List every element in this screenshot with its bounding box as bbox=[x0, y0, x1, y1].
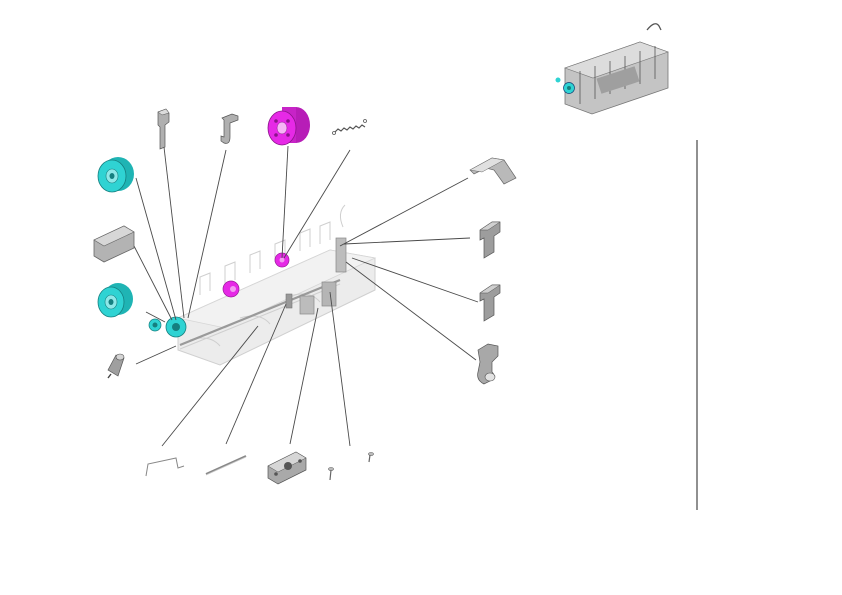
bracket-right-1 bbox=[479, 221, 501, 259]
leader-line-16 bbox=[145, 311, 166, 323]
leader-line-4 bbox=[187, 149, 227, 319]
spring-top bbox=[332, 119, 367, 135]
assembly-thumbnail bbox=[553, 23, 675, 130]
leader-line-13 bbox=[225, 303, 287, 445]
faded-main-assembly bbox=[148, 204, 377, 366]
leader-line-7 bbox=[339, 177, 469, 247]
screw-1 bbox=[328, 467, 334, 481]
leader-line-2 bbox=[133, 245, 173, 321]
leader-line-9 bbox=[351, 257, 479, 303]
leader-lines bbox=[133, 129, 479, 447]
frame-bottom bbox=[267, 451, 307, 485]
clip-top-1 bbox=[157, 108, 170, 150]
leader-line-5 bbox=[281, 145, 289, 259]
leader-line-15 bbox=[329, 291, 351, 447]
gear-large-bottom bbox=[97, 283, 133, 318]
clip-top-2 bbox=[220, 113, 239, 144]
bushing-small bbox=[107, 353, 125, 379]
leader-line-14 bbox=[289, 307, 319, 445]
roller-magenta bbox=[267, 107, 310, 146]
leader-line-1 bbox=[135, 177, 177, 321]
leader-line-10 bbox=[345, 261, 477, 361]
bracket-right-2 bbox=[479, 284, 501, 322]
screw-2 bbox=[368, 452, 374, 463]
leader-line-3 bbox=[161, 129, 185, 319]
leader-line-12 bbox=[161, 325, 259, 447]
rod-bottom bbox=[205, 455, 247, 476]
bracket-flat bbox=[93, 225, 135, 263]
lever-right bbox=[477, 343, 499, 385]
leader-line-11 bbox=[135, 345, 177, 365]
leader-line-6 bbox=[283, 149, 351, 259]
cover-right-top bbox=[469, 157, 517, 185]
gear-large-top bbox=[97, 157, 134, 193]
wire-bottom-1 bbox=[145, 457, 185, 477]
leader-line-8 bbox=[343, 237, 471, 245]
